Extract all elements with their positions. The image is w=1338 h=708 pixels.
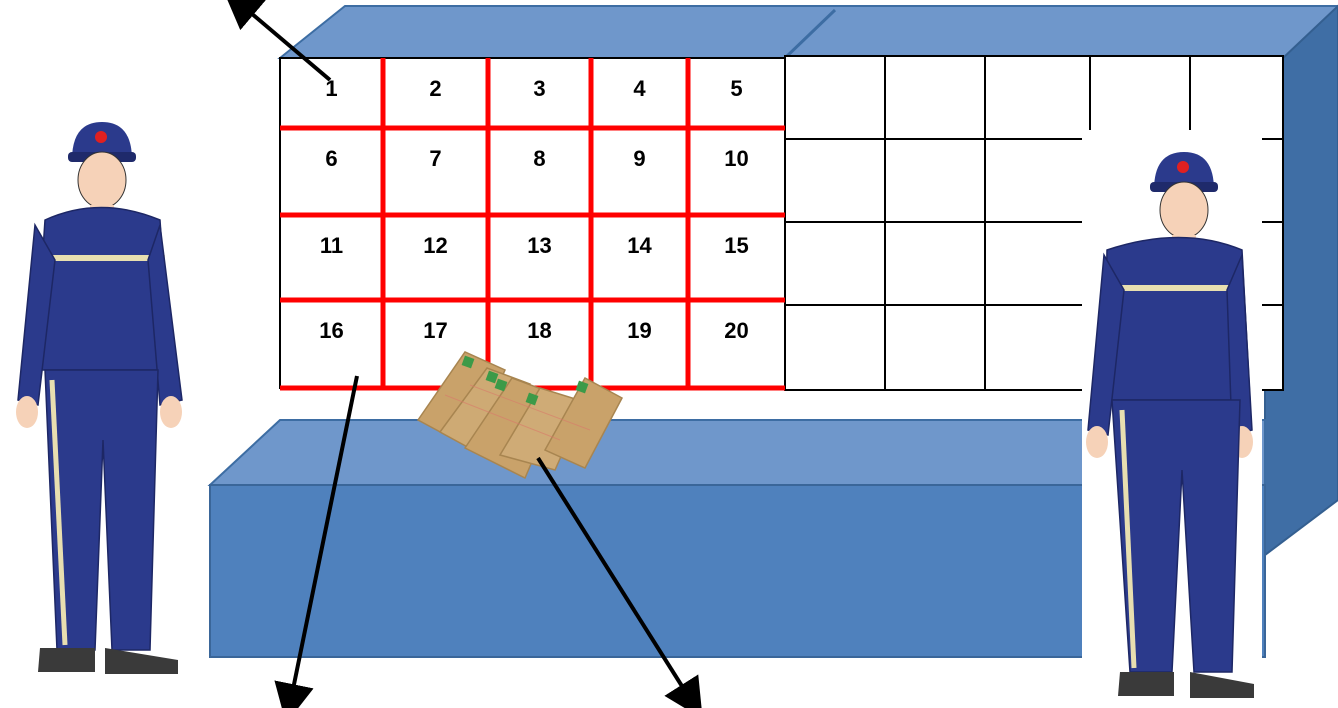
slot-number: 19 [627, 318, 651, 343]
slot-number: 8 [533, 146, 545, 171]
postal-worker-left [16, 122, 182, 674]
postal-worker-right [1082, 130, 1262, 708]
slot-number: 11 [320, 233, 343, 258]
slot-number: 18 [527, 318, 551, 343]
case-top-face [280, 6, 1338, 58]
slot-number: 13 [527, 233, 551, 258]
slot-number: 3 [533, 76, 545, 101]
slot-number: 5 [730, 76, 742, 101]
slot-number: 17 [423, 318, 447, 343]
slot-number: 14 [627, 233, 652, 258]
slot-number: 10 [724, 146, 748, 171]
slot-number: 9 [633, 146, 645, 171]
slot-number: 12 [423, 233, 447, 258]
slot-number: 7 [429, 146, 441, 171]
postal-worker-icon [1082, 130, 1262, 708]
slot-number: 6 [325, 146, 337, 171]
postal-worker-icon [16, 122, 182, 674]
slot-number: 15 [724, 233, 748, 258]
slot-number: 4 [633, 76, 646, 101]
slot-number: 20 [724, 318, 748, 343]
slot-number: 16 [319, 318, 343, 343]
slot-number: 2 [429, 76, 441, 101]
